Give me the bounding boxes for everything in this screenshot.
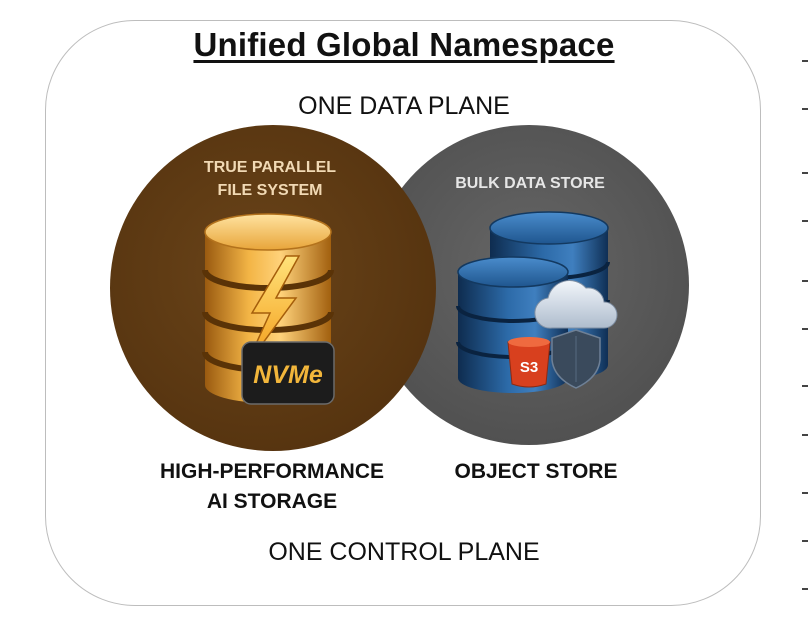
- shield-icon: [551, 329, 601, 389]
- edge-mark: [802, 540, 808, 542]
- data-plane-label: ONE DATA PLANE: [298, 92, 510, 120]
- nvme-badge-text: NVMe: [253, 361, 323, 389]
- edge-mark: [802, 60, 808, 62]
- high-performance-caption-line2: AI STORAGE: [206, 490, 338, 513]
- s3-bucket-icon: S3: [507, 337, 551, 388]
- bulk-data-store-label: BULK DATA STORE: [455, 175, 605, 192]
- edge-mark: [802, 328, 808, 330]
- edge-mark: [802, 588, 808, 590]
- edge-mark: [802, 280, 808, 282]
- parallel-file-system-label-line2: FILE SYSTEM: [217, 182, 323, 199]
- parallel-file-system-label: TRUE PARALLEL FILE SYSTEM: [180, 156, 360, 202]
- control-plane-label: ONE CONTROL PLANE: [268, 538, 540, 566]
- high-performance-caption: HIGH-PERFORMANCE AI STORAGE: [150, 457, 394, 517]
- diagram-title: Unified Global Namespace: [193, 26, 615, 63]
- high-performance-caption-line1: HIGH-PERFORMANCE: [160, 460, 384, 483]
- edge-mark: [802, 220, 808, 222]
- edge-mark: [802, 172, 808, 174]
- object-store-caption: OBJECT STORE: [454, 460, 618, 483]
- lightning-icon: [245, 255, 301, 367]
- edge-mark: [802, 108, 808, 110]
- cloud-icon: [534, 280, 618, 329]
- nvme-badge: NVMe: [241, 341, 335, 405]
- edge-mark: [802, 385, 808, 387]
- s3-badge-text: S3: [520, 359, 538, 376]
- edge-mark: [802, 492, 808, 494]
- parallel-file-system-label-line1: TRUE PARALLEL: [203, 159, 337, 176]
- edge-mark: [802, 434, 808, 436]
- right-edge-marks: [800, 40, 808, 620]
